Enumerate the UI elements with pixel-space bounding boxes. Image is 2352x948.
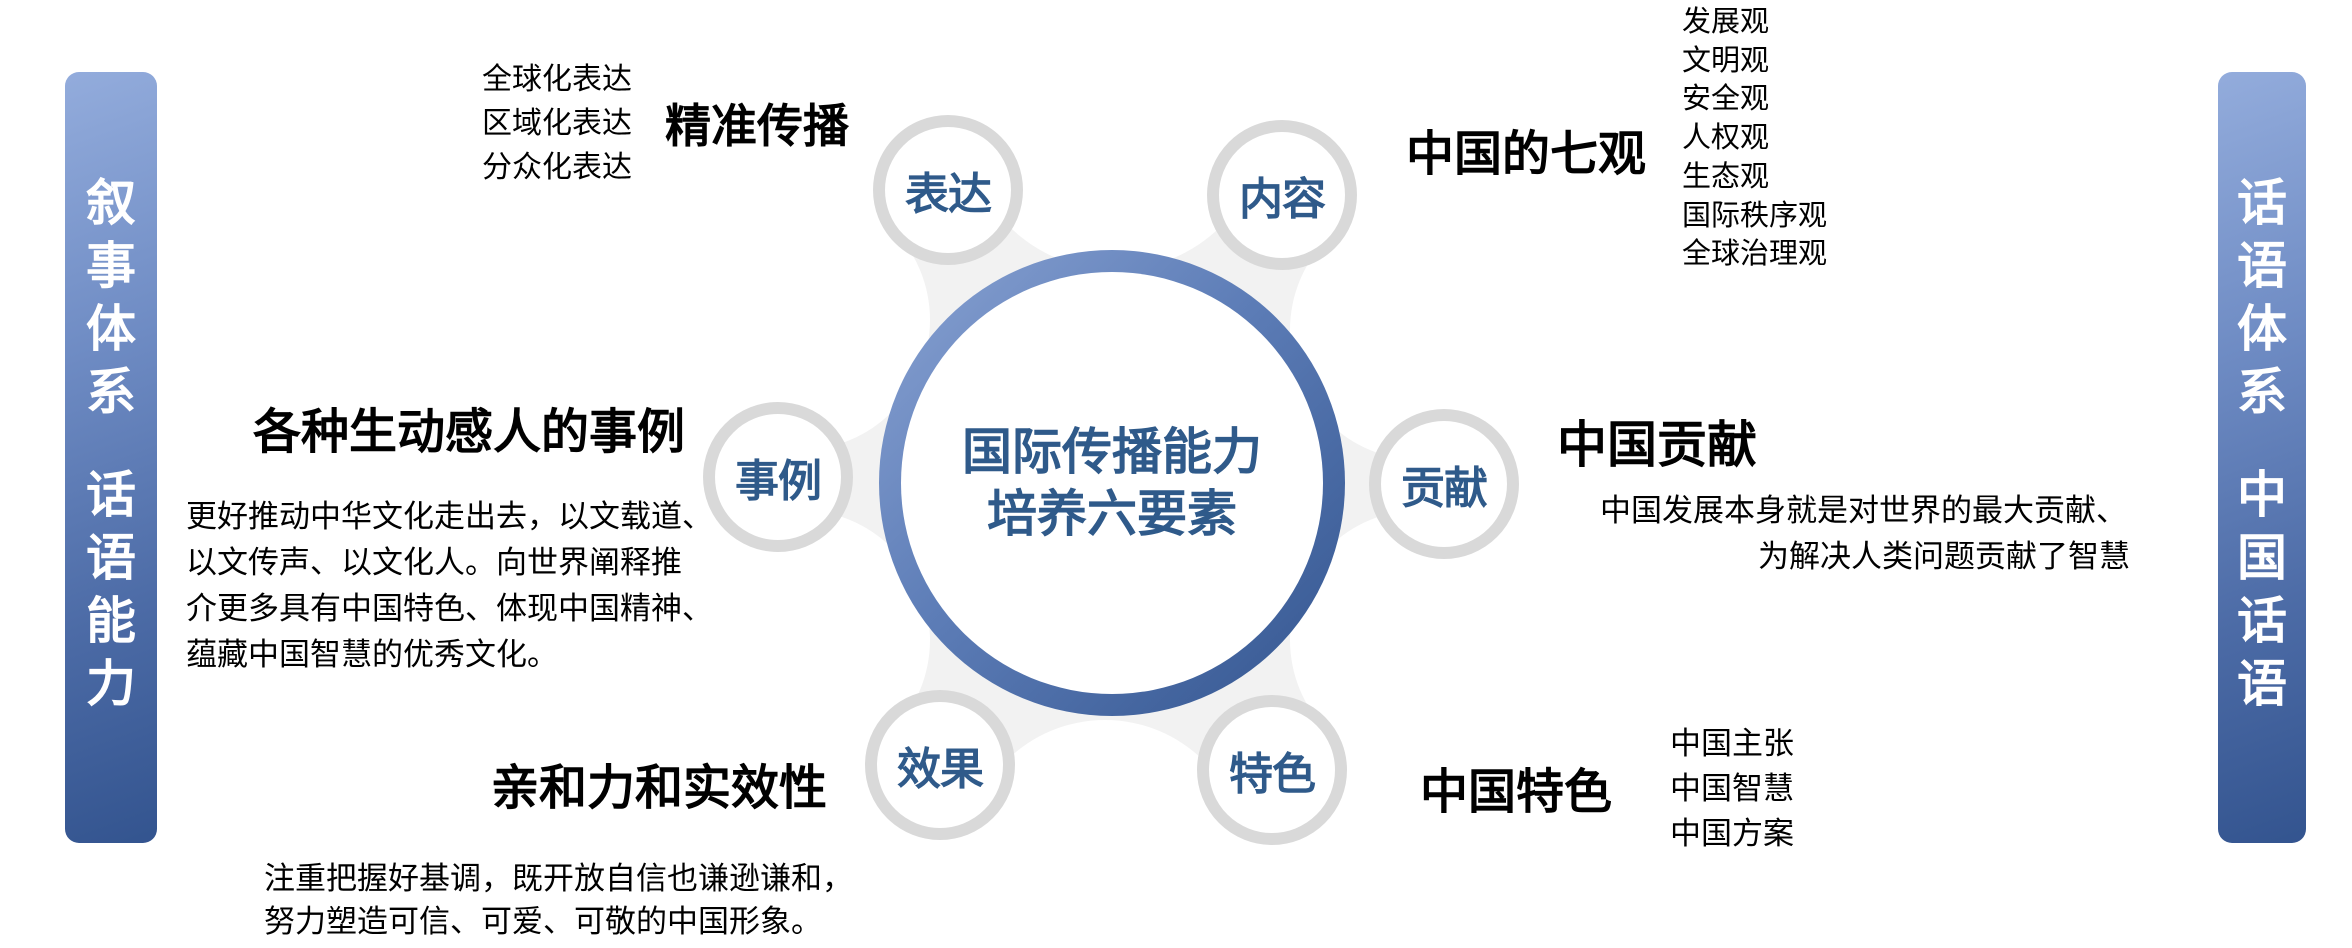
node-characteristics-label: 特色 bbox=[1229, 749, 1316, 800]
cases-line: 更好推动中华文化走出去，以文载道、 bbox=[186, 499, 713, 535]
contribution-text: 中国发展本身就是对世界的最大贡献、 为解决人类问题贡献了智慧 bbox=[1600, 488, 2130, 580]
list-item: 中国主张 bbox=[1670, 726, 1794, 762]
effect-line: 注重把握好基调，既开放自信也谦逊谦和， bbox=[264, 861, 853, 897]
node-effect: 效果 bbox=[865, 690, 1015, 840]
list-item: 全球化表达 bbox=[482, 62, 632, 97]
list-item: 发展观 bbox=[1682, 4, 1770, 38]
effect-line: 努力塑造可信、可爱、可敬的中国形象。 bbox=[264, 904, 822, 940]
center-title-line1: 国际传播能力 bbox=[962, 423, 1262, 481]
contribution-title: 中国贡献 bbox=[1557, 416, 1757, 474]
node-cases-label: 事例 bbox=[735, 456, 822, 507]
chinese-discourse-label: 中国话语 bbox=[2237, 466, 2287, 713]
seven-views-title: 中国的七观 bbox=[1406, 126, 1647, 182]
precise-spread-list: 全球化表达 区域化表达 分众化表达 bbox=[482, 58, 632, 190]
list-item: 生态观 bbox=[1682, 158, 1770, 193]
effect-text: 注重把握好基调，既开放自信也谦逊谦和， 努力塑造可信、可爱、可敬的中国形象。 bbox=[264, 858, 853, 944]
node-expression-label: 表达 bbox=[905, 169, 992, 220]
left-sidebar-banner: 叙事体系 话语能力 bbox=[65, 72, 157, 843]
node-expression: 表达 bbox=[873, 115, 1023, 265]
discourse-capacity-label: 话语能力 bbox=[86, 466, 136, 713]
list-item: 中国智慧 bbox=[1670, 771, 1794, 807]
node-content-label: 内容 bbox=[1239, 174, 1326, 225]
node-cases: 事例 bbox=[703, 402, 853, 552]
right-sidebar-banner: 话语体系 中国话语 bbox=[2218, 72, 2306, 843]
list-item: 分众化表达 bbox=[482, 150, 632, 185]
central-ring: 国际传播能力 培养六要素 bbox=[879, 250, 1345, 716]
node-effect-label: 效果 bbox=[897, 744, 984, 795]
list-item: 区域化表达 bbox=[482, 106, 632, 141]
cases-line: 以文传声、以文化人。向世界阐释推 bbox=[186, 545, 682, 581]
list-item: 人权观 bbox=[1682, 120, 1770, 155]
center-title-line2: 培养六要素 bbox=[987, 485, 1237, 543]
contribution-line: 中国发展本身就是对世界的最大贡献、 bbox=[1600, 493, 2127, 529]
discourse-system-label: 话语体系 bbox=[2237, 174, 2287, 421]
list-item: 中国方案 bbox=[1670, 816, 1794, 852]
characteristics-title: 中国特色 bbox=[1420, 764, 1613, 820]
cases-line: 介更多具有中国特色、体现中国精神、 bbox=[186, 591, 713, 627]
contribution-line: 为解决人类问题贡献了智慧 bbox=[1758, 539, 2130, 575]
node-contribution: 贡献 bbox=[1369, 409, 1519, 559]
list-item: 安全观 bbox=[1682, 81, 1770, 116]
precise-spread-title: 精准传播 bbox=[665, 99, 849, 153]
node-characteristics: 特色 bbox=[1197, 695, 1347, 845]
node-contribution-label: 贡献 bbox=[1401, 463, 1488, 514]
cases-text: 更好推动中华文化走出去，以文载道、 以文传声、以文化人。向世界阐释推 介更多具有… bbox=[186, 494, 713, 678]
seven-views-list: 发展观 文明观 安全观 人权观 生态观 国际秩序观 全球治理观 bbox=[1682, 2, 1827, 273]
narrative-system-label: 叙事体系 bbox=[86, 174, 136, 421]
node-content: 内容 bbox=[1207, 120, 1357, 270]
list-item: 全球治理观 bbox=[1682, 236, 1828, 271]
list-item: 国际秩序观 bbox=[1682, 197, 1828, 232]
characteristics-list: 中国主张 中国智慧 中国方案 bbox=[1670, 722, 1794, 857]
list-item: 文明观 bbox=[1682, 42, 1770, 77]
cases-title: 各种生动感人的事例 bbox=[253, 404, 686, 460]
effect-title: 亲和力和实效性 bbox=[491, 760, 828, 816]
cases-line: 蕴藏中国智慧的优秀文化。 bbox=[186, 637, 558, 673]
